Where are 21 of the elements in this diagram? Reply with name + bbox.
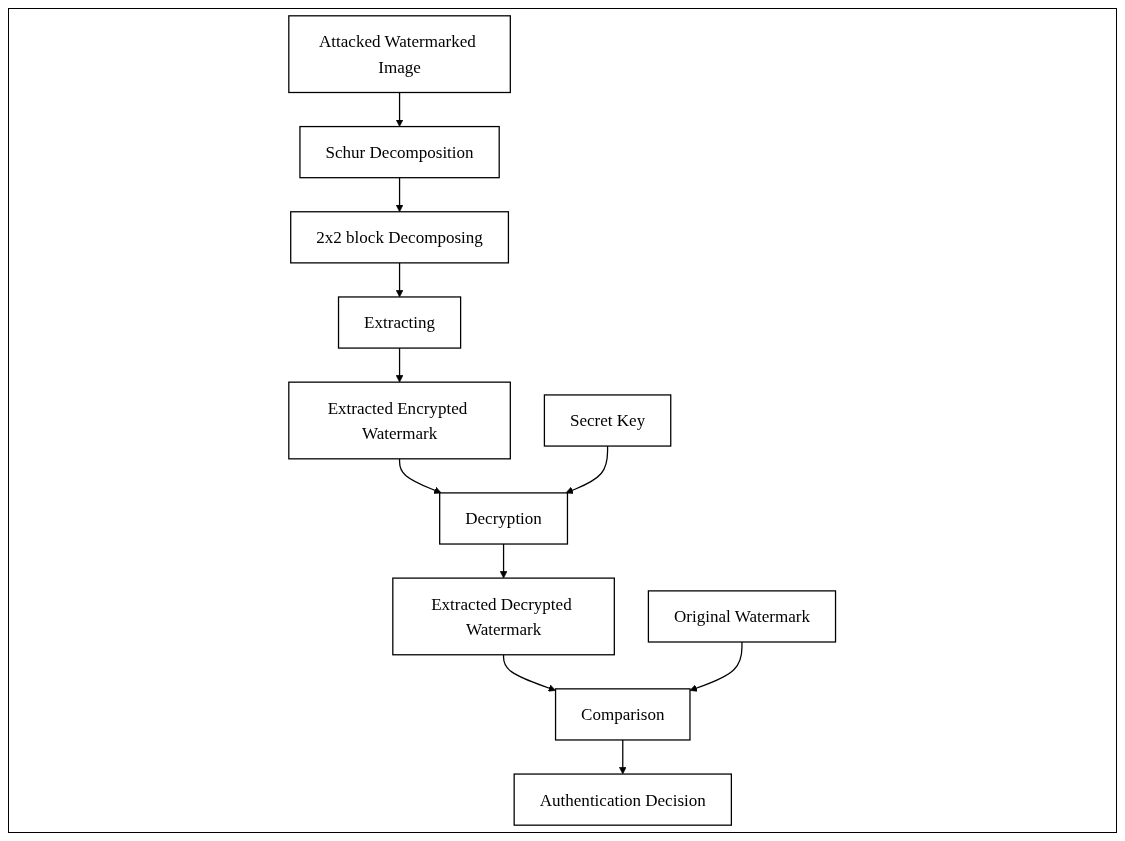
arrow: [503, 654, 557, 692]
arrow: [396, 177, 404, 213]
node-box: Attacked Watermarked Image: [288, 15, 512, 94]
arrow: [689, 641, 743, 692]
node-box: Schur Decomposition: [299, 125, 501, 179]
node-box: Decryption: [439, 492, 569, 545]
arrow: [500, 543, 508, 579]
node-box: Extracted Decrypted Watermark: [392, 577, 616, 656]
node-box: Secret Key: [544, 394, 672, 447]
arrow: [396, 347, 404, 383]
arrow: [565, 445, 609, 494]
arrow: [619, 739, 627, 775]
arrow: [396, 91, 404, 127]
node-box: 2x2 block Decomposing: [290, 211, 510, 264]
node-box: Original Watermark: [648, 590, 837, 643]
arrow: [396, 262, 404, 298]
node-box: Extracting: [338, 296, 462, 349]
node-box: Extracted Encrypted Watermark: [288, 381, 512, 460]
arrow: [399, 458, 442, 494]
node-box: Authentication Decision: [513, 773, 733, 826]
node-box: Comparison: [555, 688, 691, 741]
